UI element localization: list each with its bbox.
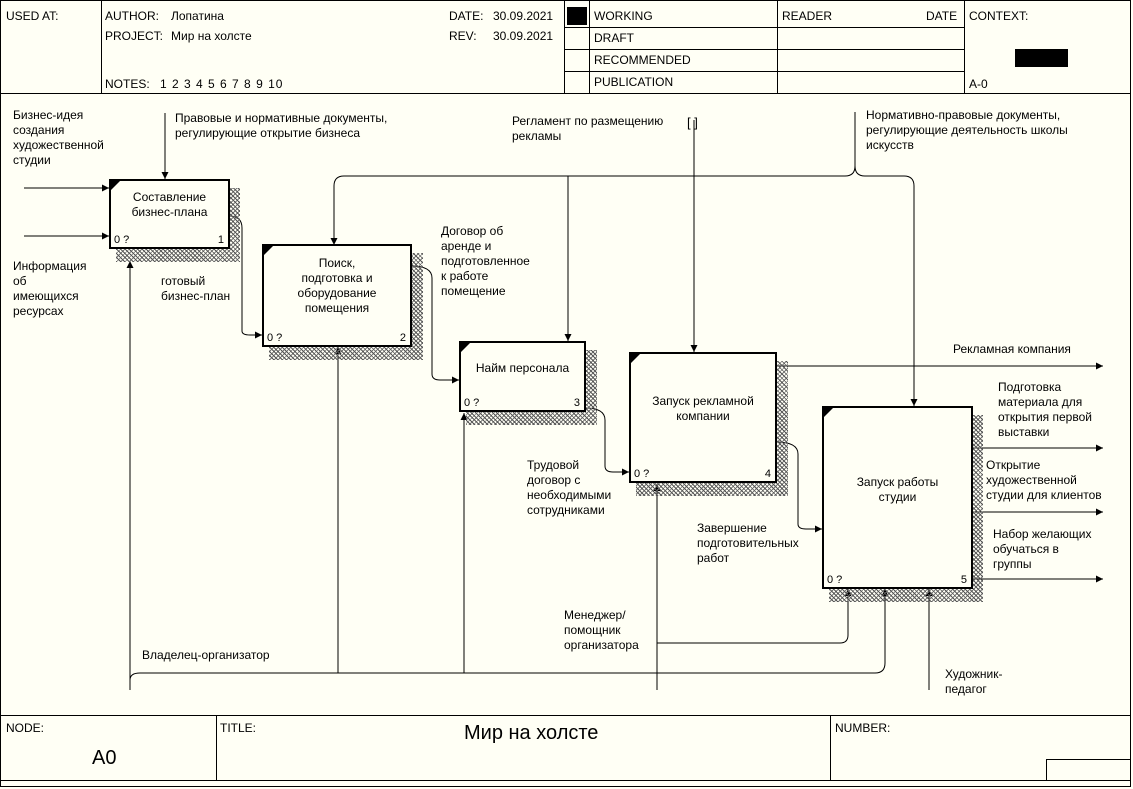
status-marker	[567, 7, 587, 25]
box-cost: 0 ?	[827, 574, 843, 586]
box-number: 2	[399, 332, 406, 344]
node-label: NODE:	[6, 721, 45, 735]
activity-box-3[interactable]: Найм персонала 0 ? 3	[459, 341, 586, 412]
label-control-ads: Регламент по размещению рекламы	[512, 114, 664, 143]
box-title: Запуск работы студии	[856, 475, 939, 504]
notes-label: NOTES:	[105, 77, 150, 91]
label-mech-artist: Художник- педагог	[945, 667, 1003, 696]
project-value: Мир на холсте	[171, 29, 252, 43]
context-label: CONTEXT:	[969, 9, 1029, 23]
status-publication: PUBLICATION	[594, 75, 674, 89]
box-cost: 0 ?	[114, 234, 130, 246]
activity-box-5[interactable]: Запуск работы студии 0 ? 5	[822, 406, 973, 589]
author-label: AUTHOR:	[105, 9, 159, 23]
label-prep-done: Завершение подготовительных работ	[697, 521, 799, 565]
label-output-exhibition: Подготовка материала для открытия первой…	[998, 380, 1092, 439]
node-value: A0	[92, 747, 117, 769]
box-number: 4	[764, 468, 771, 480]
label-input-resources: Информация об имеющихся ресурсах	[13, 259, 87, 318]
arrow-control-school-to-2	[330, 112, 856, 245]
date-value: 30.09.2021	[493, 9, 554, 23]
label-mech-owner: Владелец-организатор	[142, 648, 270, 662]
box-corner-mark	[264, 246, 273, 255]
label-output-campaign: Рекламная компания	[953, 342, 1071, 356]
box-corner-mark	[824, 408, 833, 417]
label-control-docs: Правовые и нормативные документы, регули…	[175, 111, 388, 140]
box-corner-mark	[461, 343, 470, 352]
box-cost: 0 ?	[267, 332, 283, 344]
number-label: NUMBER:	[835, 721, 891, 735]
box-number: 3	[573, 397, 580, 409]
box-title: Найм персонала	[475, 361, 570, 375]
label-labor-contract: Трудовой договор с необходимыми сотрудни…	[527, 458, 612, 517]
status-recommended: RECOMMENDED	[594, 53, 691, 67]
label-output-groups: Набор желающих обучаться в группы	[993, 527, 1092, 571]
activity-box-1[interactable]: Составление бизнес-плана 0 ? 1	[109, 179, 230, 249]
box-title: Составление бизнес-плана	[131, 190, 208, 219]
box-number: 1	[217, 234, 224, 246]
label-ready-plan: готовый бизнес-план	[161, 274, 231, 303]
arrow-mech-owner-to-5	[129, 589, 889, 681]
label-control-school: Нормативно-правовые документы, регулирую…	[866, 108, 1068, 152]
reader-date-label: DATE	[926, 9, 958, 23]
context-node: A-0	[969, 77, 988, 91]
status-draft: DRAFT	[594, 31, 634, 45]
arrow-mech-manager-to-5	[657, 589, 852, 644]
activity-box-4[interactable]: Запуск рекламной компании 0 ? 4	[629, 352, 777, 483]
used-at-label: USED AT:	[6, 9, 59, 23]
rev-label: REV:	[449, 29, 477, 43]
tunnel-icon: [ ]	[687, 115, 698, 130]
context-thumbnail	[1015, 49, 1068, 67]
date-label: DATE:	[449, 9, 484, 23]
box-title: Поиск, подготовка и оборудование помещен…	[297, 256, 377, 315]
author-value: Лопатина	[171, 9, 224, 23]
box-corner-mark	[631, 354, 640, 363]
arrow-control-school-to-5	[854, 165, 918, 406]
label-mech-manager: Менеджер/ помощник организатора	[564, 608, 639, 652]
box-corner-mark	[111, 181, 120, 190]
diagram-title: Мир на холсте	[464, 722, 599, 744]
rev-value: 30.09.2021	[493, 29, 554, 43]
reader-label: READER	[782, 9, 833, 23]
title-label: TITLE:	[220, 721, 257, 735]
box-number: 5	[960, 574, 967, 586]
notes-value: 1 2 3 4 5 6 7 8 9 10	[160, 77, 284, 91]
box-title: Запуск рекламной компании	[652, 394, 754, 423]
label-lease: Договор об аренде и подготовленное к раб…	[441, 224, 530, 298]
box-cost: 0 ?	[464, 397, 480, 409]
arrow-prep-done	[775, 441, 822, 533]
label-output-opening: Открытие художественной студии для клиен…	[986, 458, 1102, 502]
project-label: PROJECT:	[105, 29, 164, 43]
status-working: WORKING	[594, 9, 653, 23]
box-cost: 0 ?	[634, 468, 650, 480]
label-input-idea: Бизнес-идея создания художественной студ…	[13, 108, 104, 167]
activity-box-2[interactable]: Поиск, подготовка и оборудование помещен…	[262, 244, 412, 347]
